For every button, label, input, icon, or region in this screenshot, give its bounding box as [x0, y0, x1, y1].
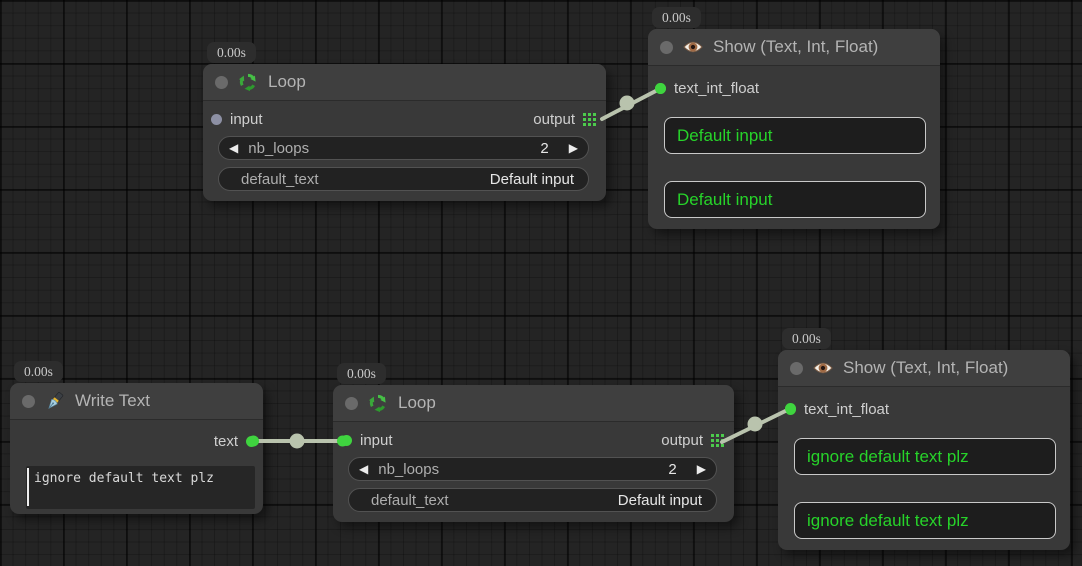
default-text-widget[interactable]: default_text Default input	[348, 488, 717, 512]
node-titlebar[interactable]: Write Text	[10, 383, 263, 420]
display-value-box[interactable]: ignore default text plz	[794, 438, 1056, 475]
output-slot[interactable]: output	[661, 432, 724, 449]
node-show-top[interactable]: 0.00s Show (Text, Int, Float) text_int_f…	[648, 7, 940, 229]
output-slot-label: output	[661, 431, 703, 449]
node-loop-top[interactable]: 0.00s Loop input output ◀ nb_loops 2 ▶ d…	[203, 42, 606, 201]
execution-time-badge: 0.00s	[652, 7, 701, 28]
node-loop-bottom[interactable]: 0.00s Loop input output ◀ nb_loops 2 ▶ d…	[333, 363, 734, 522]
widget-value: Default input	[489, 170, 574, 188]
input-slot-label: input	[360, 431, 393, 449]
node-title: Write Text	[75, 391, 150, 410]
node-title: Loop	[268, 72, 306, 91]
recycle-icon	[238, 72, 258, 92]
input-slot-label: text_int_float	[674, 80, 760, 97]
node-titlebar[interactable]: Loop	[203, 64, 606, 101]
node-titlebar[interactable]: Show (Text, Int, Float)	[648, 29, 940, 66]
node-write-text[interactable]: 0.00s Write Text text ignore default tex…	[10, 361, 263, 514]
increment-arrow-icon[interactable]: ▶	[568, 141, 578, 155]
default-text-widget[interactable]: default_text Default input	[218, 167, 589, 191]
collapse-dot[interactable]	[22, 394, 35, 408]
pen-nib-icon	[45, 391, 65, 411]
node-titlebar[interactable]: Show (Text, Int, Float)	[778, 350, 1070, 387]
output-slot-label: output	[533, 110, 575, 128]
decrement-arrow-icon[interactable]: ◀	[229, 141, 239, 155]
text-cursor	[27, 468, 29, 506]
input-slot[interactable]: input	[211, 111, 263, 128]
node-title: Show (Text, Int, Float)	[843, 358, 1009, 377]
execution-time-badge: 0.00s	[14, 361, 63, 382]
output-slot-label: text	[213, 432, 238, 450]
slot-row: input output	[207, 108, 600, 130]
input-slot-dot[interactable]	[655, 83, 666, 94]
widget-label: nb_loops	[248, 139, 310, 157]
input-slot[interactable]: text_int_float	[785, 401, 889, 418]
increment-arrow-icon[interactable]: ▶	[696, 462, 706, 476]
widget-label: default_text	[371, 491, 449, 509]
execution-time-badge: 0.00s	[782, 328, 831, 349]
link-reroute-dot[interactable]	[289, 433, 305, 449]
collapse-dot[interactable]	[660, 40, 673, 54]
display-value-box[interactable]: Default input	[664, 117, 926, 154]
input-slot-dot[interactable]	[785, 404, 796, 415]
decrement-arrow-icon[interactable]: ◀	[359, 462, 369, 476]
eye-icon	[683, 37, 703, 57]
slot-row: text_int_float	[785, 399, 889, 420]
node-show-bottom[interactable]: 0.00s Show (Text, Int, Float) text_int_f…	[778, 328, 1070, 550]
output-slot[interactable]: text	[214, 433, 257, 450]
output-slot[interactable]: output	[533, 111, 596, 128]
widget-label: nb_loops	[378, 460, 440, 478]
nb-loops-widget[interactable]: ◀ nb_loops 2 ▶	[348, 457, 717, 481]
link-reroute-dot[interactable]	[619, 95, 635, 111]
node-titlebar[interactable]: Loop	[333, 385, 734, 422]
output-grid-icon[interactable]	[583, 112, 596, 126]
output-slot-dot[interactable]	[246, 435, 257, 447]
input-slot-label: text_int_float	[804, 401, 890, 418]
eye-icon	[813, 358, 833, 378]
slot-row: text_int_float	[655, 78, 759, 99]
text-input-area[interactable]: ignore default text plz	[26, 466, 255, 509]
input-slot-dot[interactable]	[211, 113, 222, 125]
widget-value: Default input	[617, 491, 702, 509]
display-value-box[interactable]: Default input	[664, 181, 926, 218]
input-slot[interactable]: text_int_float	[655, 80, 759, 97]
output-grid-icon[interactable]	[711, 433, 724, 447]
collapse-dot[interactable]	[345, 396, 358, 410]
widget-value: 2	[668, 460, 677, 478]
link-reroute-dot[interactable]	[747, 416, 763, 432]
textarea-value: ignore default text plz	[34, 471, 215, 486]
node-title: Loop	[398, 393, 436, 412]
slot-row: text	[214, 430, 257, 452]
nb-loops-widget[interactable]: ◀ nb_loops 2 ▶	[218, 136, 589, 160]
execution-time-badge: 0.00s	[337, 363, 386, 384]
input-slot-dot[interactable]	[341, 434, 352, 446]
widget-label: default_text	[241, 170, 319, 188]
input-slot[interactable]: input	[341, 432, 393, 449]
recycle-icon	[368, 393, 388, 413]
display-value-box[interactable]: ignore default text plz	[794, 502, 1056, 539]
node-title: Show (Text, Int, Float)	[713, 37, 879, 56]
collapse-dot[interactable]	[215, 75, 228, 89]
execution-time-badge: 0.00s	[207, 42, 256, 63]
collapse-dot[interactable]	[790, 361, 803, 375]
slot-row: input output	[337, 429, 728, 451]
widget-value: 2	[540, 139, 549, 157]
input-slot-label: input	[230, 110, 263, 128]
